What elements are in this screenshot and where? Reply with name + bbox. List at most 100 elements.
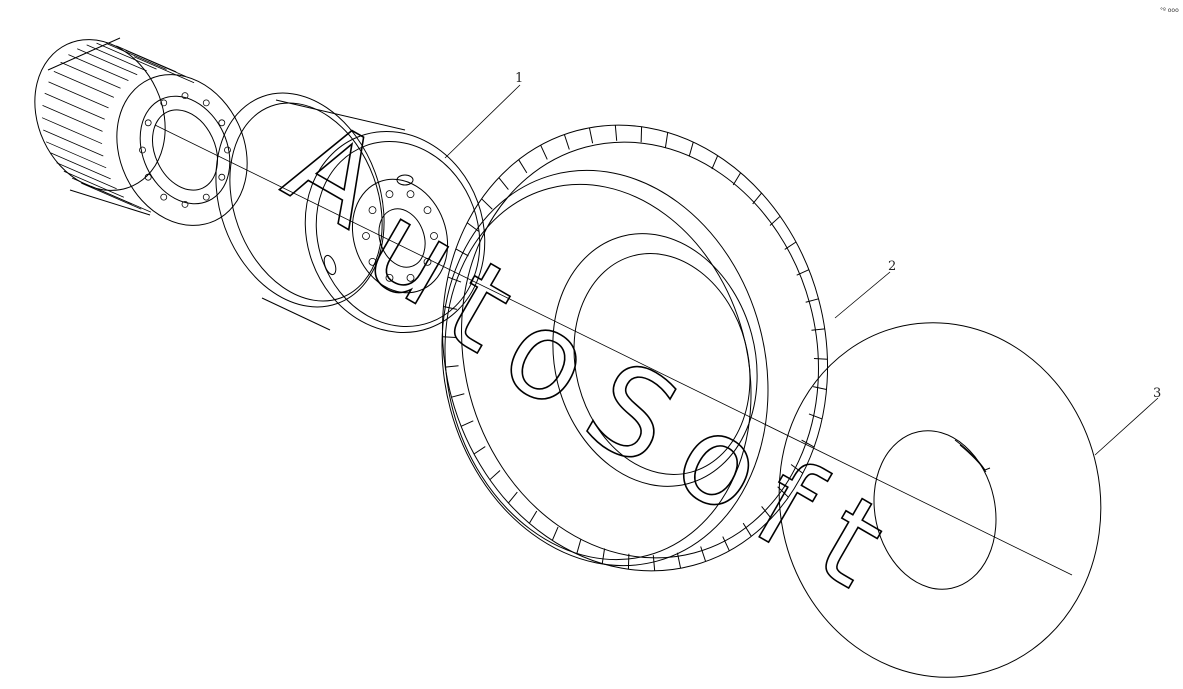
tread-block (790, 464, 804, 474)
tread-block (601, 548, 606, 564)
tread-block (811, 328, 825, 331)
tire (441, 124, 829, 572)
tread-block (676, 552, 682, 569)
tread-block (742, 522, 752, 537)
drum-fin (86, 44, 147, 72)
drum-bolt-holes (139, 92, 231, 208)
rim-stud-hole (423, 257, 432, 266)
tread-block (443, 306, 457, 310)
drum-fin (56, 162, 117, 190)
tread-block (442, 336, 457, 339)
drum-fin (81, 182, 142, 210)
tread-block (722, 536, 730, 551)
drum-bolt-hole (144, 173, 152, 181)
tread-block (563, 134, 570, 150)
leader-line-2 (834, 271, 891, 319)
tread-block (445, 365, 459, 368)
drum-fin (68, 54, 129, 81)
wheel-rim (215, 92, 486, 333)
drum-fin (96, 42, 157, 70)
tread-block (466, 222, 480, 232)
tread-block (784, 241, 797, 250)
drum-bolt-hole (160, 99, 168, 107)
rim-stud-hole (368, 206, 377, 215)
callout-1: 1 (515, 71, 523, 86)
drum-fin (133, 56, 195, 84)
drum-bolt-hole (218, 173, 226, 181)
tread-block (808, 413, 823, 420)
tread-block (801, 439, 815, 448)
tread-block (652, 555, 656, 571)
drum-bolt-hole (181, 92, 189, 99)
rim-stud-hole (385, 273, 394, 282)
drum-bolt-hole (224, 146, 231, 154)
leader-line-3 (1094, 397, 1159, 456)
tread-block (761, 506, 772, 519)
tread-block (805, 298, 819, 303)
tread-block (460, 420, 474, 427)
rim-stud-hole (406, 190, 415, 199)
drum-fin (60, 61, 121, 89)
callout-2: 2 (888, 259, 896, 274)
tread-block (489, 470, 501, 481)
tread-block (481, 198, 493, 210)
tread-block (540, 145, 548, 160)
tread-block (455, 248, 469, 257)
drum-fin (43, 129, 104, 157)
drum-fin (106, 43, 167, 70)
drum-fin (42, 104, 103, 132)
drum-fin (125, 49, 186, 77)
drum-fin (46, 141, 107, 169)
tread-block (551, 526, 559, 541)
tread-block (711, 155, 719, 170)
drum-fin (71, 177, 133, 205)
drum-fin (116, 45, 177, 73)
brake-drum (34, 37, 248, 226)
drum-fin (50, 152, 111, 180)
rim-stud-holes (362, 190, 438, 282)
drum-bolt-hole (202, 99, 210, 107)
tread-block (447, 276, 462, 283)
tread-block (451, 393, 465, 398)
drum-fin (77, 48, 138, 76)
leader-line-1 (444, 84, 521, 159)
drum-bolt-hole (181, 200, 189, 208)
drum-fin (53, 71, 115, 98)
drum-fin (41, 117, 103, 145)
rim-stud-hole (362, 232, 370, 240)
rim-stud-hole (385, 190, 394, 199)
drum-bolt-hole (139, 146, 146, 154)
drum-fin (48, 81, 109, 109)
rim-stud-hole (368, 257, 377, 266)
drum-bolt-hole (218, 119, 226, 127)
tread-block (796, 269, 810, 276)
drum-cooling-fins (41, 42, 195, 213)
tread-block (664, 132, 669, 148)
inner-tube (778, 322, 1102, 678)
tread-block (528, 510, 538, 524)
tread-block (576, 539, 582, 555)
drum-fin (63, 170, 124, 198)
tread-block (688, 141, 694, 157)
rim-stud-hole (423, 206, 432, 215)
callout-3: 3 (1153, 386, 1161, 401)
drum-fin (44, 92, 105, 120)
tread-block (473, 446, 486, 455)
drum-bolt-hole (144, 119, 152, 127)
drum-bolt-hole (160, 193, 168, 201)
rim-stud-hole (430, 232, 438, 240)
tread-block (769, 215, 781, 226)
tread-block (732, 172, 742, 186)
tread-block (752, 192, 762, 205)
tread-block (518, 159, 528, 174)
drum-bolt-hole (202, 193, 210, 201)
tread-block (813, 357, 828, 360)
tire-tread-blocks (442, 125, 828, 571)
tread-block (700, 546, 707, 562)
tread-block (508, 491, 518, 504)
tread-block (614, 125, 618, 141)
tread-block (813, 386, 827, 390)
tread-block (498, 177, 509, 190)
corner-mark: °º ooo (1160, 7, 1179, 14)
